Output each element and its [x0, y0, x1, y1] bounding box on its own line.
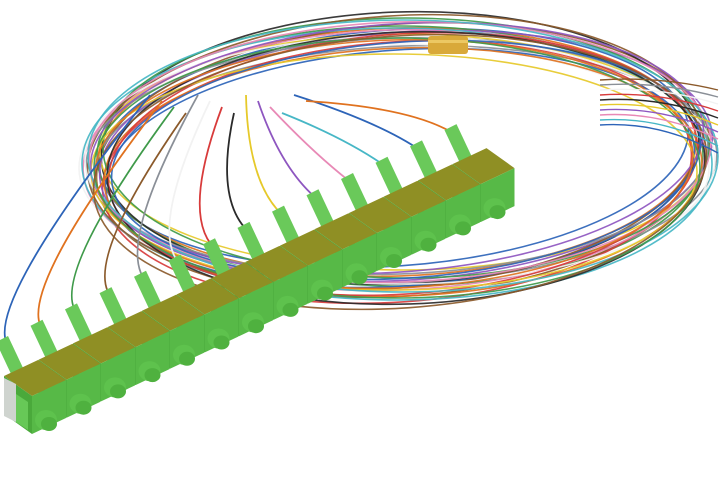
- ferrule-cap-end: [282, 302, 299, 317]
- connector-latch-tab: [38, 343, 101, 380]
- fiber-loose-end: [599, 113, 719, 140]
- cable-sleeve-band: [428, 36, 468, 54]
- connector-latch-tab: [4, 360, 66, 396]
- ferrule-cap-end: [351, 270, 368, 285]
- ferrule-cap-end: [110, 384, 126, 399]
- connector-latch-tab: [280, 229, 342, 266]
- connector-boot: [444, 124, 473, 165]
- fiber-loose-end: [599, 103, 719, 126]
- connector-boot: [134, 270, 162, 311]
- fiber-loop: [103, 46, 703, 298]
- connector-boot: [203, 238, 231, 279]
- connector-boot: [0, 336, 24, 376]
- sleeve-highlight: [428, 40, 468, 43]
- connector-latch-tab: [349, 197, 411, 233]
- connector-latch-tab: [176, 278, 239, 315]
- fiber-loop: [104, 47, 696, 289]
- fiber-loop: [110, 39, 702, 281]
- fiber-loop: [92, 33, 708, 311]
- connector-boot: [410, 140, 438, 181]
- ferrule-cap-end: [489, 205, 506, 220]
- connector-latch-tab: [383, 180, 446, 217]
- connector-boot: [168, 254, 197, 295]
- connector-latch-tab: [452, 148, 515, 185]
- fiber-loose-end: [599, 123, 719, 154]
- connector-boot: [375, 156, 404, 197]
- ferrule-cap-end: [386, 254, 402, 268]
- fiber-loop: [87, 19, 719, 293]
- fiber-loop: [81, 27, 713, 301]
- connector-latch-tab: [211, 262, 273, 299]
- connector-boot: [341, 173, 369, 213]
- connector-latch-tab: [142, 294, 204, 331]
- ferrule-cap-end: [248, 319, 264, 334]
- ferrule-cap-end: [41, 417, 57, 431]
- connector-latch-tab: [107, 311, 170, 348]
- connector-boot: [30, 319, 59, 360]
- connector-boot: [272, 205, 300, 246]
- connector-latch-tab: [418, 164, 480, 201]
- connector-boot: [306, 189, 335, 230]
- fiber-loop: [106, 30, 706, 306]
- connector-boot: [65, 303, 93, 344]
- fiber-loose-end: [599, 108, 719, 133]
- connector-boot: [99, 287, 128, 328]
- connector-latch-tab: [73, 327, 135, 364]
- ferrule-cap-end: [213, 335, 230, 350]
- fiber-loose-end: [599, 118, 719, 147]
- ferrule-cap-end: [179, 351, 195, 366]
- ferrule-cap-end: [455, 221, 471, 236]
- connector-latch-tab: [314, 213, 377, 250]
- sc-connector: [30, 319, 101, 418]
- ferrule-cap-end: [420, 237, 437, 252]
- fiber-loose-end: [599, 78, 719, 91]
- connector-latch-tab: [245, 245, 308, 282]
- sc-connector-strip: [0, 124, 515, 434]
- ferrule-cap-end: [144, 368, 161, 383]
- connector-boot: [237, 221, 266, 262]
- ferrule-cap-end: [75, 400, 92, 415]
- fiber-loose-end: [599, 83, 719, 98]
- fiber-loose-end: [599, 98, 719, 119]
- connector-end-plate: [4, 378, 16, 422]
- fiber-loose-end: [599, 93, 719, 112]
- sleeve-band: [428, 36, 468, 54]
- fiber-loose-end: [599, 88, 719, 105]
- ferrule-cap-end: [317, 286, 333, 301]
